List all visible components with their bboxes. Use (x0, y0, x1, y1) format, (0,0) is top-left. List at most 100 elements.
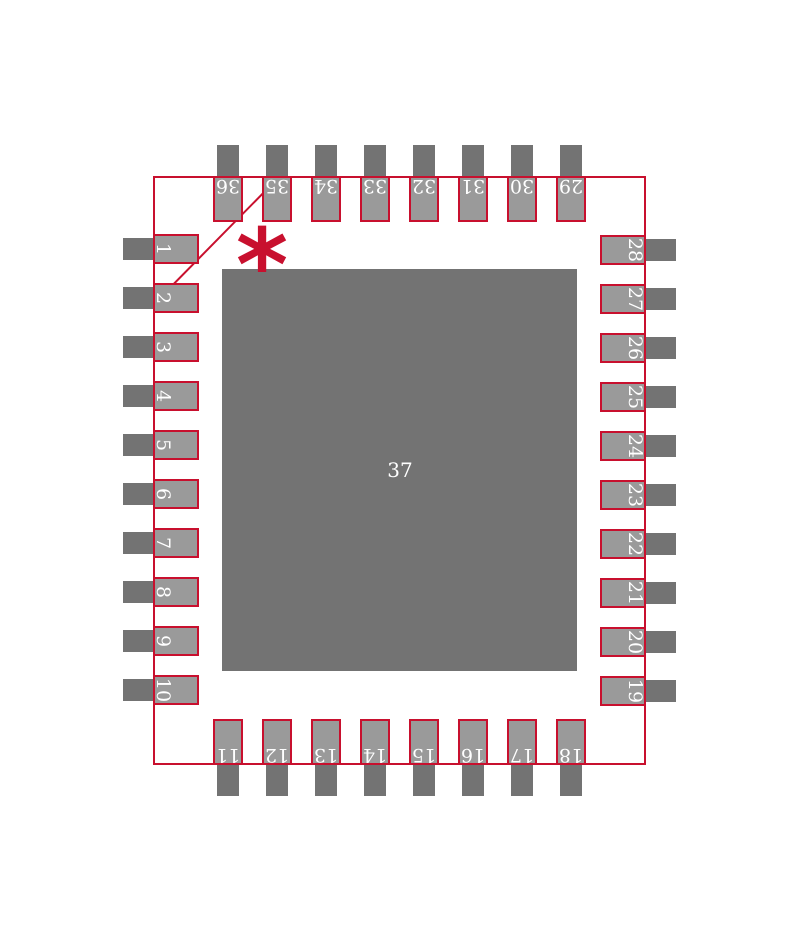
pin-lead-34 (315, 145, 337, 177)
pin-lead-9 (123, 630, 154, 652)
pin-pad-25 (600, 382, 646, 412)
pin-pad-23 (600, 480, 646, 510)
pin-number-31: 31 (461, 175, 485, 197)
pin-lead-21 (645, 582, 676, 604)
pin-lead-12 (266, 764, 288, 796)
pin-lead-29 (560, 145, 582, 177)
pin-lead-5 (123, 434, 154, 456)
pin-lead-32 (413, 145, 435, 177)
pin-pad-32 (409, 176, 439, 222)
pin-number-26: 26 (624, 336, 646, 360)
pin-pad-20 (600, 627, 646, 657)
pin-pad-24 (600, 431, 646, 461)
pin-pad-30 (507, 176, 537, 222)
pin-lead-17 (511, 764, 533, 796)
pin-lead-25 (645, 386, 676, 408)
pin-lead-6 (123, 483, 154, 505)
pin-number-8: 8 (152, 586, 174, 598)
pin-number-28: 28 (624, 238, 646, 262)
pin1-indicator-asterisk: * (236, 207, 288, 324)
pin1-chamfer-line (153, 176, 280, 305)
pin-pad-7 (153, 528, 199, 558)
pin-lead-24 (645, 435, 676, 457)
pin-number-13: 13 (314, 744, 338, 766)
pin-pad-29 (556, 176, 586, 222)
pin-lead-13 (315, 764, 337, 796)
pin-lead-20 (645, 631, 676, 653)
pin-lead-18 (560, 764, 582, 796)
pin-pad-12 (262, 719, 292, 765)
pin-lead-7 (123, 532, 154, 554)
pin-lead-8 (123, 581, 154, 603)
pin-number-1: 1 (152, 243, 174, 255)
pin-number-7: 7 (152, 537, 174, 549)
pin-number-18: 18 (559, 744, 583, 766)
pin-lead-11 (217, 764, 239, 796)
exposed-pad-number: 37 (387, 458, 412, 482)
pin-pad-34 (311, 176, 341, 222)
pin-number-17: 17 (510, 744, 534, 766)
pin-lead-31 (462, 145, 484, 177)
pin-number-27: 27 (624, 287, 646, 311)
pin-pad-18 (556, 719, 586, 765)
pin-pad-5 (153, 430, 199, 460)
pin-pad-21 (600, 578, 646, 608)
pin-lead-36 (217, 145, 239, 177)
pin-number-25: 25 (624, 385, 646, 409)
pin-lead-27 (645, 288, 676, 310)
pin-pad-36 (213, 176, 243, 222)
pin-number-23: 23 (624, 483, 646, 507)
pin-number-3: 3 (152, 341, 174, 353)
pin-number-10: 10 (152, 678, 174, 702)
pin-pad-17 (507, 719, 537, 765)
pin-lead-10 (123, 679, 154, 701)
pin-number-32: 32 (412, 175, 436, 197)
pin-pad-35 (262, 176, 292, 222)
pin-lead-2 (123, 287, 154, 309)
pin-lead-28 (645, 239, 676, 261)
pin-lead-30 (511, 145, 533, 177)
pin-lead-33 (364, 145, 386, 177)
pin-pad-31 (458, 176, 488, 222)
pin-lead-3 (123, 336, 154, 358)
pin-pad-13 (311, 719, 341, 765)
pin-lead-16 (462, 764, 484, 796)
pin-pad-8 (153, 577, 199, 607)
pin-lead-19 (645, 680, 676, 702)
pin-number-35: 35 (265, 175, 289, 197)
pin-number-19: 19 (624, 679, 646, 703)
pin-pad-22 (600, 529, 646, 559)
pin-number-5: 5 (152, 439, 174, 451)
pin-number-14: 14 (363, 744, 387, 766)
pin-pad-9 (153, 626, 199, 656)
pin-number-30: 30 (510, 175, 534, 197)
pin-number-22: 22 (624, 532, 646, 556)
pin-number-11: 11 (216, 744, 240, 766)
pin-number-15: 15 (412, 744, 436, 766)
pin-pad-15 (409, 719, 439, 765)
pin-lead-4 (123, 385, 154, 407)
pin-number-4: 4 (152, 390, 174, 402)
pin-lead-15 (413, 764, 435, 796)
pin-number-33: 33 (363, 175, 387, 197)
exposed-thermal-pad (222, 269, 577, 671)
pin-lead-26 (645, 337, 676, 359)
pin-pad-14 (360, 719, 390, 765)
pin-number-34: 34 (314, 175, 338, 197)
pin-pad-6 (153, 479, 199, 509)
pin-pad-10 (153, 675, 199, 705)
pin-pad-28 (600, 235, 646, 265)
pin-lead-22 (645, 533, 676, 555)
pin-number-2: 2 (152, 292, 174, 304)
pin-number-36: 36 (216, 175, 240, 197)
pin-number-6: 6 (152, 488, 174, 500)
pin-number-29: 29 (559, 175, 583, 197)
pin-pad-33 (360, 176, 390, 222)
pin-pad-4 (153, 381, 199, 411)
pin-lead-35 (266, 145, 288, 177)
pin-number-16: 16 (461, 744, 485, 766)
pin-pad-16 (458, 719, 488, 765)
pin-number-12: 12 (265, 744, 289, 766)
